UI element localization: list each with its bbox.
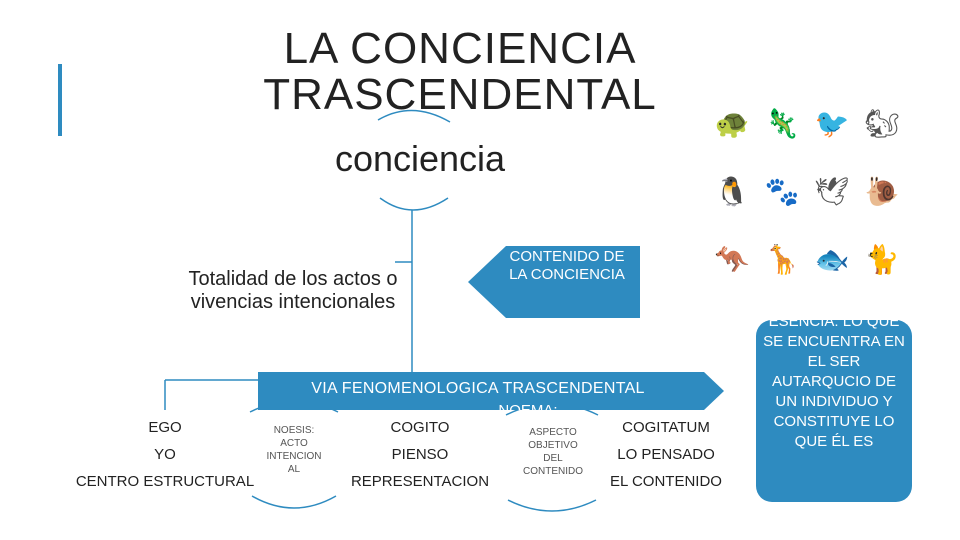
turtle-icon: 🐢 <box>714 108 750 139</box>
dove-icon: 🕊 <box>814 176 850 207</box>
kangaroo-icon: 🦘 <box>714 244 750 275</box>
root-node-top-arc <box>377 109 451 123</box>
lo-pensado-label: LO PENSADO <box>617 446 715 463</box>
ego-label: EGO <box>148 419 182 436</box>
centro-label: CENTRO ESTRUCTURAL <box>75 473 255 490</box>
content-arrow: CONTENIDO DE LA CONCIENCIA <box>468 246 640 318</box>
aspecto-label: ASPECTO OBJETIVO DEL CONTENIDO <box>523 427 583 477</box>
cogitatum-label: COGITATUM <box>622 419 710 436</box>
title-line-1: LA CONCIENCIA <box>283 24 637 73</box>
giraffe-icon: 🦒 <box>764 244 800 275</box>
via-arrow-shape <box>258 372 724 410</box>
lizard-icon: 🦎 <box>764 108 800 139</box>
cogitatum-column: COGITATUM LO PENSADO EL CONTENIDO <box>596 414 736 495</box>
animal-sketches-image: 🐢 🦎 🐦 🐿 🐧 🐾 🕊 🐌 🦘 🦒 🐟 🐈 <box>704 92 916 292</box>
yo-label: YO <box>154 446 176 463</box>
essence-text: ESENCIA: LO QUE SE ENCUENTRA EN EL SER A… <box>763 320 905 450</box>
content-arrow-shape <box>468 246 640 318</box>
content-arrow-label: CONTENIDO DE LA CONCIENCIA <box>509 248 625 283</box>
representacion-label: REPRESENTACION <box>350 473 490 490</box>
paw-icon: 🐾 <box>764 176 800 207</box>
penguin-icon: 🐧 <box>714 176 750 207</box>
title-line-2: TRASCENDENTAL <box>263 70 657 119</box>
noesis-label: NOESIS: ACTO INTENCION AL <box>266 425 322 475</box>
accent-bar <box>58 64 62 136</box>
page-title: LA CONCIENCIA TRASCENDENTAL <box>230 26 690 118</box>
snail-icon: 🐌 <box>864 176 900 207</box>
cogito-column: COGITO PIENSO REPRESENTACION <box>330 414 510 495</box>
noema-label: NOEMA: <box>478 402 578 410</box>
totality-label: Totalidad de los actos o vivencias inten… <box>188 268 398 313</box>
via-arrow: VIA FENOMENOLOGICA TRASCENDENTAL NOEMA: <box>258 372 724 410</box>
root-node-label: conciencia <box>334 138 506 179</box>
cat-icon: 🐈 <box>864 244 900 275</box>
aspecto-node-bottom-arc <box>507 499 597 512</box>
el-contenido-label: EL CONTENIDO <box>610 473 722 490</box>
pienso-label: PIENSO <box>391 446 449 463</box>
ego-column: EGO YO CENTRO ESTRUCTURAL <box>60 414 270 495</box>
cogito-label: COGITO <box>390 419 450 436</box>
squirrel-icon: 🐿 <box>864 108 900 139</box>
fish-icon: 🐟 <box>814 244 850 275</box>
noesis-node-bottom-arc <box>251 495 337 509</box>
bird-icon: 🐦 <box>814 108 850 139</box>
via-label: VIA FENOMENOLOGICA TRASCENDENTAL <box>311 380 645 397</box>
essence-box: ESENCIA: LO QUE SE ENCUENTRA EN EL SER A… <box>756 320 912 502</box>
root-node-bottom-arc <box>379 197 449 211</box>
